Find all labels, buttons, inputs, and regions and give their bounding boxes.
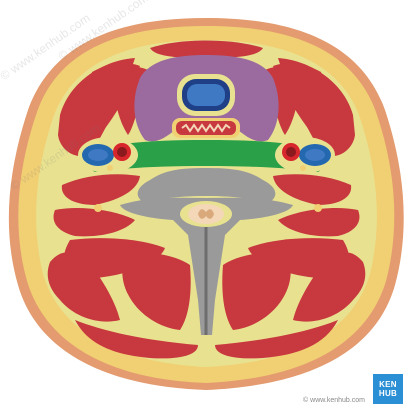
vertebral-body (137, 168, 276, 202)
muscle-right-semispinalis (222, 253, 291, 330)
muscle-strap-top (150, 40, 263, 58)
muscle-right-posterior-2 (293, 252, 366, 322)
left-nerve-root (94, 204, 102, 212)
right-carotid-lumen (286, 147, 296, 157)
kenhub-logo-icon: KEN HUB (373, 374, 403, 404)
muscle-right-scalene (278, 208, 360, 237)
muscle-right-longus (273, 174, 352, 205)
right-jugular-lumen (305, 149, 325, 161)
muscle-left-trapezius (75, 320, 198, 359)
credit-text: © www.kenhub.com (303, 397, 365, 404)
muscle-left-posterior-2 (47, 252, 120, 322)
muscle-left-scalene (53, 208, 135, 237)
logo-line-2: HUB (378, 388, 398, 398)
logo-line-1: KEN (379, 379, 397, 389)
right-nerve-root (314, 204, 322, 212)
muscle-left-longus (61, 174, 140, 205)
esophagus-lumen (181, 123, 231, 133)
spinal-cord-grey-matter (198, 209, 214, 219)
muscle-right-trapezius (215, 320, 338, 359)
esophagus-wall (176, 121, 236, 135)
muscle-left-semispinalis (122, 253, 191, 330)
left-jugular-lumen (88, 149, 108, 161)
trachea-mucosa (187, 84, 225, 106)
left-carotid-lumen (117, 147, 127, 157)
right-vagus-nerve (300, 165, 306, 171)
left-vagus-nerve (107, 165, 113, 171)
prevertebral-layer (88, 140, 325, 172)
